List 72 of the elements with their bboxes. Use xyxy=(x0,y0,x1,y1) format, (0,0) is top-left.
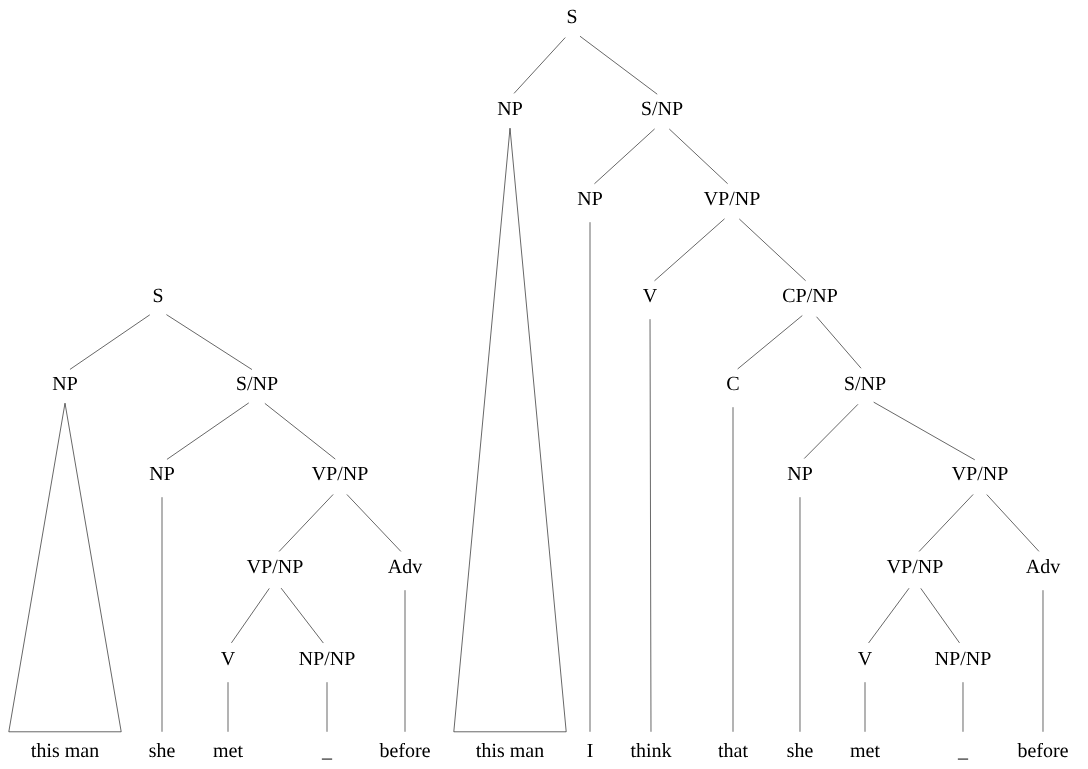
category-label: Adv xyxy=(387,559,423,574)
branch-line xyxy=(864,681,866,733)
word-label: think xyxy=(630,743,672,758)
branch-line xyxy=(227,681,229,733)
branch-line xyxy=(404,589,406,733)
branch-line xyxy=(280,587,324,644)
branch-line xyxy=(231,588,270,644)
branch-line xyxy=(166,402,250,460)
branch-line xyxy=(920,588,960,644)
category-label: NP xyxy=(497,101,522,115)
category-label: VP/NP xyxy=(246,559,303,574)
word-label: met xyxy=(213,745,243,758)
branch-line xyxy=(594,128,655,185)
branch-line xyxy=(868,587,910,644)
category-label: VP/NP xyxy=(951,466,1008,481)
branch-line xyxy=(513,37,566,94)
branch-line xyxy=(669,128,728,184)
category-label: NP xyxy=(52,376,77,390)
category-label: VP/NP xyxy=(703,191,760,206)
word-label: that xyxy=(718,743,748,758)
branch-line xyxy=(803,404,859,459)
branch-line xyxy=(649,318,652,733)
category-label: NP/NP xyxy=(935,651,991,666)
branch-line xyxy=(264,403,336,460)
branch-line xyxy=(1042,589,1044,733)
category-label: V xyxy=(221,651,235,666)
category-label: S/NP xyxy=(237,376,278,391)
word-label: _ xyxy=(957,758,969,760)
word-label: before xyxy=(379,742,430,758)
branch-line xyxy=(579,35,658,95)
branch-line xyxy=(799,496,801,733)
word-label: before xyxy=(1017,742,1068,758)
branch-line xyxy=(986,494,1040,552)
category-label: NP/NP xyxy=(299,651,355,666)
branch-line xyxy=(589,221,591,733)
branch-line xyxy=(278,494,334,552)
branch-line xyxy=(816,316,862,369)
branch-line xyxy=(918,494,974,552)
branch-line xyxy=(161,496,163,733)
category-label: V xyxy=(858,651,872,666)
word-label: met xyxy=(850,745,880,758)
branch-line xyxy=(69,314,151,370)
category-label: S/NP xyxy=(845,376,886,391)
branch-line xyxy=(346,494,402,552)
branch-line xyxy=(739,218,806,281)
branch-line xyxy=(654,218,725,282)
category-label: CP/NP xyxy=(783,288,837,303)
category-label: S xyxy=(153,288,163,303)
branch-line xyxy=(326,681,328,733)
branch-line xyxy=(737,315,803,370)
category-label: VP/NP xyxy=(886,559,943,574)
triangle-roof xyxy=(453,127,567,733)
word-label: _ xyxy=(321,758,333,760)
category-label: NP xyxy=(787,466,812,480)
category-label: S xyxy=(567,9,577,24)
word-label: she xyxy=(149,743,175,758)
branch-line xyxy=(962,681,964,733)
category-label: NP xyxy=(577,191,602,205)
word-label: this man xyxy=(31,743,99,758)
category-label: Adv xyxy=(1025,559,1061,574)
category-label: C xyxy=(727,376,739,391)
word-label: I xyxy=(587,743,593,757)
word-label: this man xyxy=(476,743,544,758)
category-label: S/NP xyxy=(642,101,683,116)
triangle-roof xyxy=(8,402,122,733)
branch-line xyxy=(732,406,734,733)
branch-line xyxy=(166,314,253,370)
category-label: VP/NP xyxy=(311,466,368,481)
branch-line xyxy=(873,401,976,461)
word-label: she xyxy=(787,743,813,758)
category-label: NP xyxy=(149,466,174,480)
category-label: V xyxy=(643,288,657,303)
